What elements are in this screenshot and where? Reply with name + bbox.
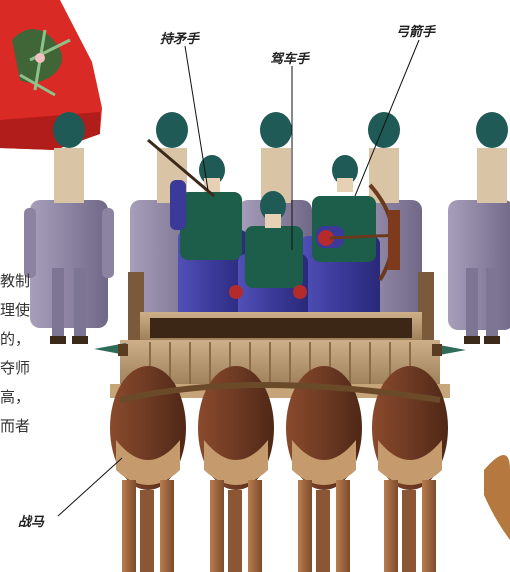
- warhorse-figure: [110, 366, 510, 572]
- archer-label: 弓箭手: [396, 25, 436, 40]
- warhorse-label: 战马: [18, 515, 45, 530]
- side-text-line: 高，: [0, 388, 31, 406]
- side-text-line: 理使: [0, 301, 31, 319]
- label-leader-lines: [57, 39, 420, 517]
- driver-label: 驾车手: [270, 52, 310, 67]
- side-text-fragment: 教制 理使 的， 夺师 高， 而者: [0, 267, 30, 441]
- side-text-line: 的，: [0, 330, 31, 348]
- guard-figure: [24, 112, 114, 344]
- side-text-line: 教制: [0, 272, 31, 290]
- chariot-body: [94, 272, 466, 398]
- guard-figure: [448, 112, 510, 344]
- spearman-label: 持矛手: [160, 32, 200, 47]
- side-text-line: 夺师: [0, 359, 31, 377]
- side-text-line: 而者: [0, 417, 31, 435]
- red-ornament: [0, 0, 102, 150]
